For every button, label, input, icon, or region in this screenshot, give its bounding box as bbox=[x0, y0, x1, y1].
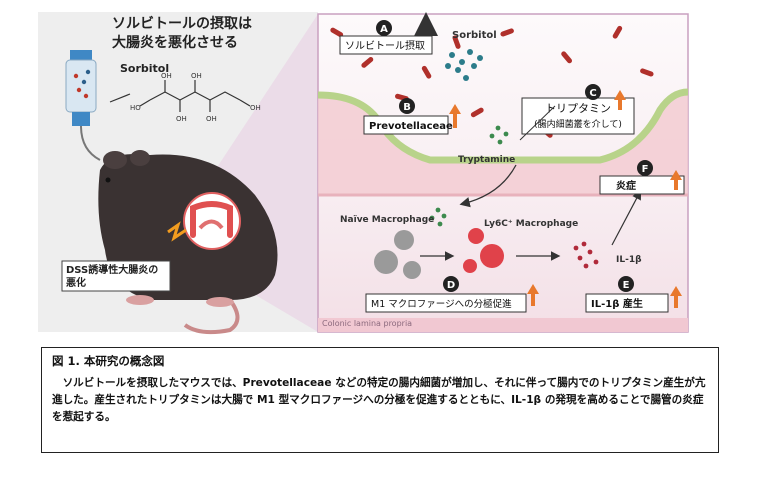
ly6c-macrophage-label: Ly6C⁺ Macrophage bbox=[484, 219, 578, 229]
box-d bbox=[365, 293, 527, 313]
badge-a-letter: A bbox=[380, 24, 388, 35]
arrow-up-head bbox=[614, 90, 626, 100]
box-f-label: 炎症 bbox=[616, 179, 636, 192]
box-c-line1: トリプタミン bbox=[545, 102, 611, 115]
left-title-line2: 大腸炎を悪化させる bbox=[112, 34, 238, 51]
box-f bbox=[599, 175, 685, 195]
il1b-small-label: IL-1β bbox=[616, 255, 642, 265]
arrow-up-head bbox=[670, 286, 682, 296]
box-b bbox=[363, 115, 449, 135]
m1-macrophage-icon bbox=[463, 228, 504, 273]
sorbitol-structure bbox=[139, 80, 251, 112]
box-b-label: Prevotellaceae bbox=[369, 121, 453, 132]
colon-icon bbox=[167, 192, 241, 250]
box-e-label: IL-1β 産生 bbox=[591, 297, 643, 310]
caption-box: 図 1. 本研究の概念図 ソルビトールを摂取したマウスでは、Prevotella… bbox=[41, 347, 719, 453]
badge-e-letter: E bbox=[623, 280, 630, 291]
svg-text:OH: OH bbox=[161, 72, 172, 80]
dss-line1: DSS誘導性大腸炎の bbox=[66, 263, 158, 276]
tryptamine-label: Tryptamine bbox=[458, 155, 515, 165]
dash bbox=[109, 93, 131, 103]
arrow-up-head bbox=[449, 104, 461, 114]
box-c bbox=[521, 97, 635, 135]
badge-a bbox=[376, 20, 392, 36]
arrow-up-head bbox=[670, 170, 682, 180]
sorbitol-molecules-icon bbox=[445, 49, 483, 81]
badge-c bbox=[585, 84, 601, 100]
badge-d bbox=[443, 276, 459, 292]
box-c-line2: (腸内細菌叢を介して) bbox=[534, 118, 622, 130]
il1b-molecules-icon bbox=[573, 241, 599, 269]
svg-text:OH: OH bbox=[191, 72, 202, 80]
box-d-label: M1 マクロファージへの分極促進 bbox=[371, 298, 512, 310]
badge-f-letter: F bbox=[642, 164, 649, 175]
caption-title: 図 1. 本研究の概念図 bbox=[52, 354, 165, 368]
arrow-up-head bbox=[527, 284, 539, 294]
naive-macrophage-label: Naïve Macrophage bbox=[340, 215, 434, 225]
lamina-band bbox=[318, 318, 688, 332]
box-e bbox=[585, 293, 669, 313]
badge-f bbox=[637, 160, 653, 176]
leader-line bbox=[519, 105, 556, 141]
caption-body: ソルビトールを摂取したマウスでは、Prevotellaceae などの特定の腸内… bbox=[52, 377, 706, 423]
tryptamine-molecules-icon bbox=[429, 125, 509, 227]
box-a bbox=[339, 35, 433, 55]
lamina-label: Colonic lamina propria bbox=[322, 319, 412, 328]
box-a-label: ソルビトール摂取 bbox=[345, 39, 425, 52]
badge-b bbox=[399, 98, 415, 114]
badge-c-letter: C bbox=[589, 88, 596, 99]
svg-text:OH: OH bbox=[176, 115, 187, 123]
sorbitol-label-right: Sorbitol bbox=[452, 30, 497, 41]
mucus-layer bbox=[317, 88, 689, 164]
svg-text:HO: HO bbox=[130, 104, 141, 112]
sorbitol-label-left: Sorbitol bbox=[120, 62, 169, 75]
svg-text:OH: OH bbox=[250, 104, 261, 112]
badge-b-letter: B bbox=[403, 102, 411, 113]
svg-text:OH: OH bbox=[206, 115, 217, 123]
left-title-line1: ソルビトールの摂取は bbox=[112, 15, 252, 32]
sorbitol-atoms: OH OH OH OH OH HO bbox=[130, 72, 261, 123]
badge-e bbox=[618, 276, 634, 292]
tryptamine-arrow bbox=[459, 164, 517, 208]
naive-macrophage-icon bbox=[374, 230, 421, 279]
inflammation-arrow bbox=[611, 189, 642, 246]
epithelium bbox=[318, 92, 688, 195]
dss-line2: 悪化 bbox=[66, 276, 86, 289]
sorbitol-bottle-icon bbox=[65, 50, 101, 161]
dss-box bbox=[61, 260, 171, 292]
badge-d-letter: D bbox=[447, 280, 455, 291]
